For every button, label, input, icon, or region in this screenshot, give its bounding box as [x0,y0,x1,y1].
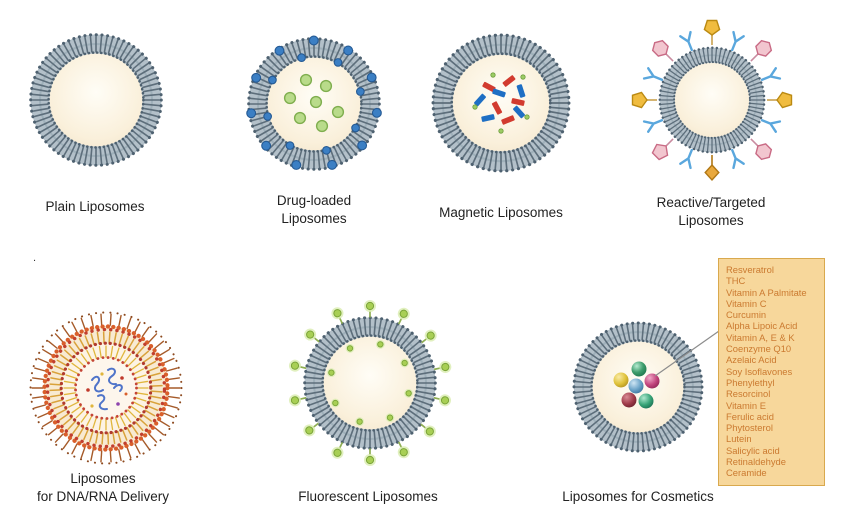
ingredient-item: Soy Isoflavones [726,365,793,377]
cosmetic-ingredient-sphere-icons [613,361,660,409]
liposome-plain [26,30,166,175]
callout-line [654,330,720,377]
lipid-bilayer-icon [305,318,436,449]
reactive-targeted-liposome-illustration [631,19,793,182]
fluorescent-liposome-illustration [286,299,454,467]
label-magnetic-liposomes: Magnetic Liposomes [439,205,563,220]
label-drug-loaded-liposomes: Drug-loaded Liposomes [276,193,352,226]
ingredient-item: Vitamin A, E & K [726,331,795,343]
inner-lipid-tail-icons [63,345,149,431]
cargo-speck-icons [86,372,128,408]
peg-chain-icons [31,313,181,463]
label-fluorescent-liposomes: Fluorescent Liposomes [298,489,438,504]
ingredient-item: Vitamin A Palmitate [726,286,807,298]
magnetic-particle-icons [474,75,526,125]
lipid-bilayer-icon [660,48,764,152]
ingredient-item: Phenylethyl Resorcinol [726,376,775,400]
ingredient-item: Retinaldehyde [726,456,786,468]
liposome-drug-loaded [244,34,384,179]
nanoparticle-dot-icons [472,72,530,134]
ingredient-item: Vitamin C [726,297,767,309]
ingredient-item: Phytosterol [726,422,773,434]
label-reactive-targeted-liposomes: Reactive/Targeted Liposomes [656,195,766,228]
label-dna-rna-liposomes: Liposomes for DNA/RNA Delivery [36,471,170,504]
ingredient-item: Coenzyme Q10 [726,343,792,355]
membrane-drug-dots-inner [263,53,365,155]
ingredient-item: THC [726,275,746,287]
ingredient-item: Lutein [726,433,752,445]
dna-rna-liposome-illustration [29,311,183,465]
liposome-dna-rna [26,308,186,473]
lipid-bilayer-icon [433,35,569,171]
dna-strand-icons [91,367,123,411]
targeting-ligand-icons [631,19,793,182]
ingredient-item: Resveratrol [726,264,774,275]
magnetic-liposome-illustration [429,31,573,175]
encapsulated-drug-icons [283,73,345,133]
lipid-bilayer-icon [31,35,162,166]
liposome-fluorescent [285,298,455,473]
ingredient-item: Salicylic acid [726,444,780,456]
liposome-reactive-targeted [612,0,812,205]
ingredient-item: Azelaic Acid [726,354,777,366]
ingredient-item: Curcumin [726,309,767,321]
drug-loaded-liposome-illustration [244,34,384,174]
label-plain-liposomes: Plain Liposomes [45,199,145,214]
membrane-drug-dots-outer [246,35,382,170]
cosmetics-liposome-illustration [572,321,704,453]
liposome-magnetic [429,31,573,180]
label-cosmetics-liposomes: Liposomes for Cosmetics [562,489,714,504]
ingredient-item: Alpha Lipoic Acid [726,320,798,332]
ingredient-item: Ferulic acid [726,410,774,422]
plain-liposome-illustration [26,30,166,170]
ingredient-item: Ceramide [726,467,767,479]
lipid-tail-icons [49,331,163,445]
stray-mark: . [33,252,37,264]
liposome-cosmetics [572,321,704,458]
ingredient-item: Vitamin E [726,399,766,411]
